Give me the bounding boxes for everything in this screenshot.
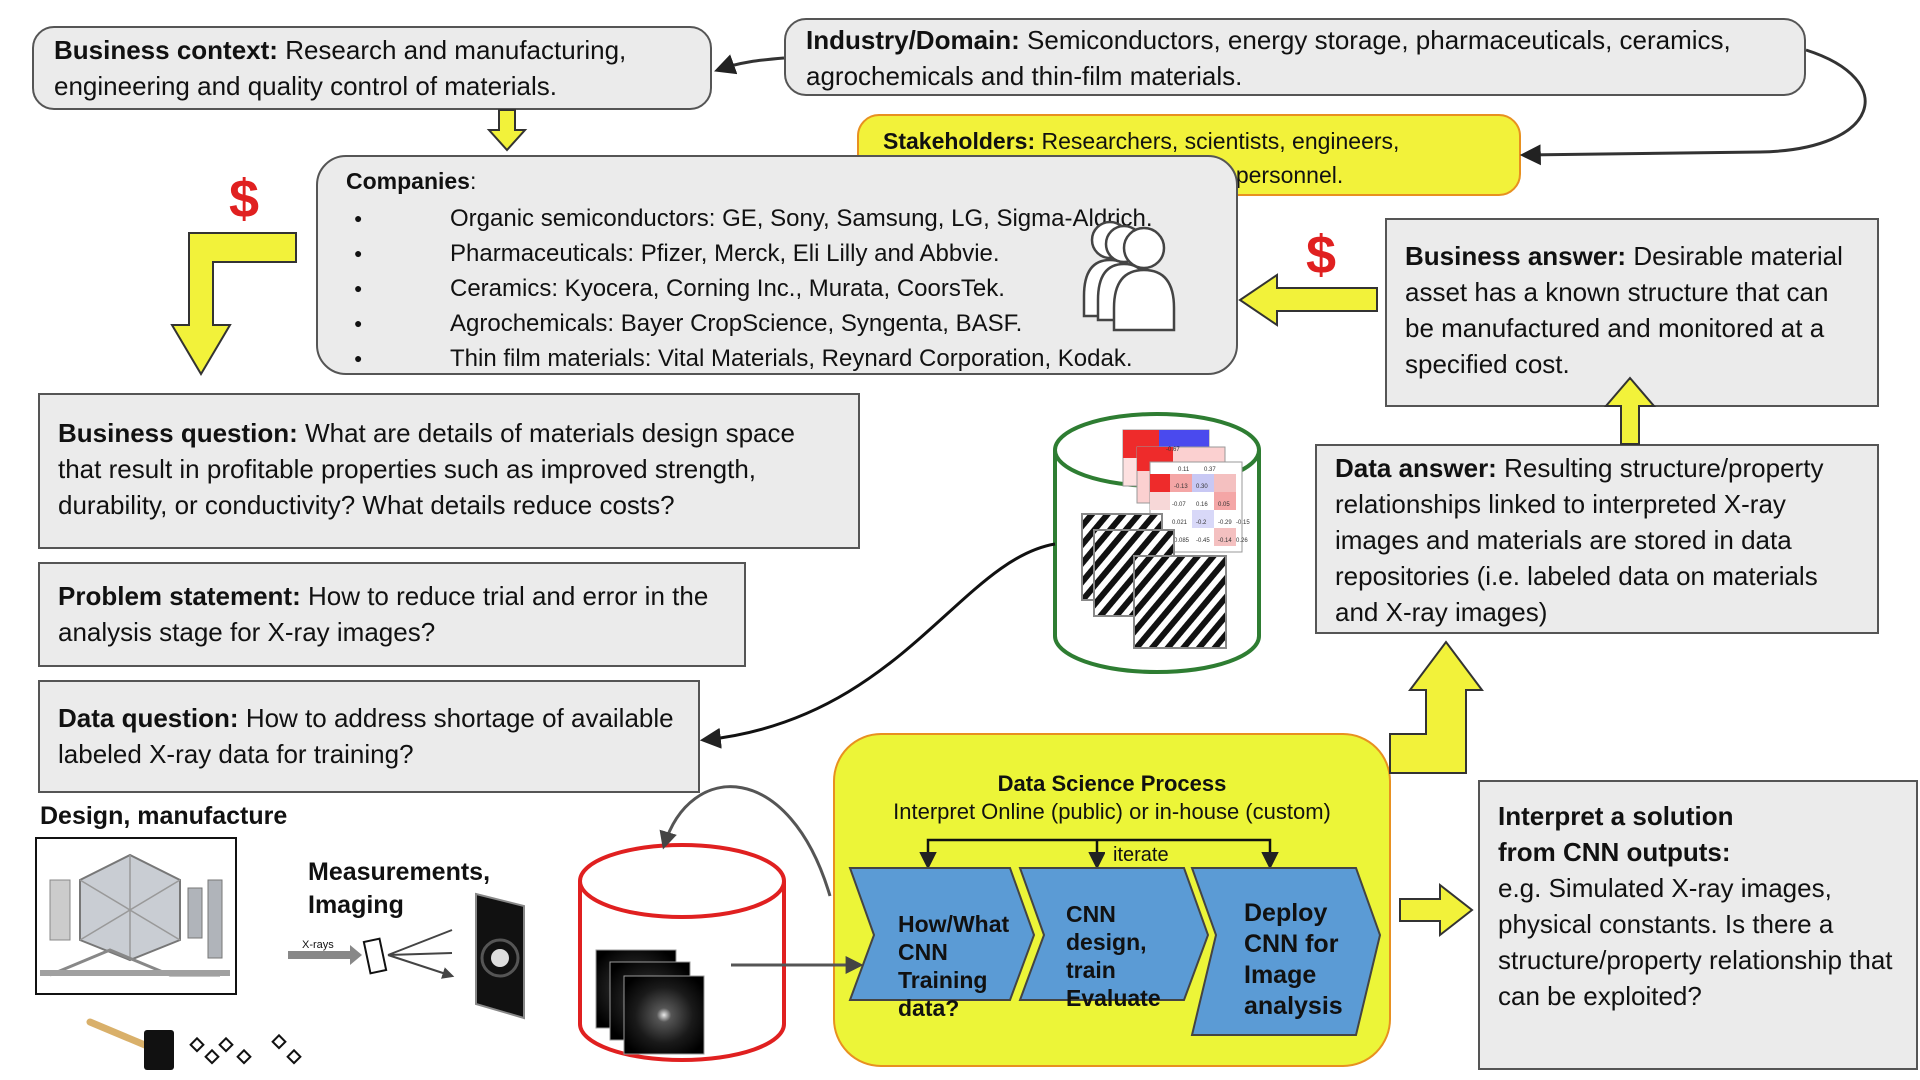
chevron-training-data bbox=[848, 867, 1036, 1001]
company-item: Thin film materials: Vital Materials, Re… bbox=[354, 341, 1208, 376]
heatmap-value: -0.13 bbox=[1174, 484, 1188, 490]
step-cnn-design-label: CNN design, train Evaluate bbox=[1066, 901, 1161, 1011]
company-item: Pharmaceuticals: Pfizer, Merck, Eli Lill… bbox=[354, 236, 1208, 271]
interpret-solution-box: Interpret a solution from CNN outputs: e… bbox=[1478, 780, 1918, 1070]
business-answer-box: Business answer: Desirable material asse… bbox=[1385, 218, 1879, 407]
crystal-lattice-icon bbox=[189, 1033, 302, 1065]
problem-statement-label: Problem statement: bbox=[58, 581, 301, 611]
business-question-text: What are details of materials design spa… bbox=[58, 418, 795, 520]
problem-statement-box: Problem statement: How to reduce trial a… bbox=[38, 562, 746, 667]
chevron-cnn-design bbox=[1018, 867, 1210, 1001]
heatmap-value: 0.37 bbox=[1204, 467, 1216, 473]
business-question-label: Business question: bbox=[58, 418, 298, 448]
chevron-deploy-cnn bbox=[1190, 867, 1382, 1036]
interpret-text: e.g. Simulated X-ray images, physical co… bbox=[1498, 873, 1893, 1011]
data-question-box: Data question: How to address shortage o… bbox=[38, 680, 700, 793]
heatmap-value: -0.14 bbox=[1218, 538, 1232, 544]
data-question-text: How to address shortage of available lab… bbox=[58, 703, 674, 769]
industry-domain-label: Industry/Domain: bbox=[806, 25, 1020, 55]
company-item: Organic semiconductors: GE, Sony, Samsun… bbox=[354, 201, 1208, 236]
heatmap-value: 0.16 bbox=[1196, 502, 1208, 508]
arrow-process-to-red-database bbox=[659, 785, 832, 897]
dsp-subtitle: Interpret Online (public) or in-house (c… bbox=[893, 799, 1331, 824]
heatmap-value: -0.67 bbox=[1166, 447, 1180, 453]
interpret-title: Interpret a solution from CNN outputs: bbox=[1498, 801, 1734, 867]
pattern-images bbox=[1081, 513, 1227, 649]
arrow-process-to-data-answer bbox=[1389, 640, 1484, 774]
design-manufacture-label: Design, manufacture bbox=[40, 802, 288, 830]
heatmap-value: 0.05 bbox=[1218, 502, 1230, 508]
heatmap-value: -0.2 bbox=[1196, 520, 1207, 526]
arrow-process-to-interpret bbox=[1399, 882, 1474, 938]
arrow-context-to-companies bbox=[486, 109, 528, 152]
heatmap-value: -0.15 bbox=[1236, 520, 1250, 526]
mixer-machine-image bbox=[35, 837, 237, 995]
problem-statement-text: How to reduce trial and error in the ana… bbox=[58, 581, 709, 647]
data-question-label: Data question: bbox=[58, 703, 239, 733]
company-item: Ceramics: Kyocera, Corning Inc., Murata,… bbox=[354, 271, 1208, 306]
heatmap-cards: -0.67 0.11 0.37 -0.13 0.30 -0.07 0.16 0.… bbox=[1122, 429, 1250, 553]
data-answer-label: Data answer: bbox=[1335, 453, 1497, 483]
arrow-database-to-data-question bbox=[699, 542, 1056, 749]
companies-list: Organic semiconductors: GE, Sony, Samsun… bbox=[354, 201, 1208, 376]
dollar-sign-left: $ bbox=[229, 169, 260, 229]
heatmap-value: -0.45 bbox=[1196, 538, 1210, 544]
heatmap-value: -0.29 bbox=[1218, 520, 1232, 526]
companies-box: Companies: Organic semiconductors: GE, S… bbox=[316, 155, 1238, 376]
business-context-box: Business context: Research and manufactu… bbox=[32, 26, 712, 110]
business-answer-text: Desirable material asset has a known str… bbox=[1405, 241, 1843, 379]
business-question-box: Business question: What are details of m… bbox=[38, 393, 860, 549]
business-answer-label: Business answer: bbox=[1405, 241, 1627, 271]
xrays-label: X-rays bbox=[302, 939, 334, 951]
data-answer-text: Resulting structure/property relationshi… bbox=[1335, 453, 1824, 627]
dsp-title: Data Science Process bbox=[997, 771, 1227, 796]
arrow-data-answer-to-business-answer bbox=[1603, 376, 1657, 445]
heatmap-value: -0.07 bbox=[1172, 502, 1186, 508]
arrow-answer-to-companies bbox=[1238, 273, 1378, 327]
arrow-companies-to-business-question bbox=[170, 232, 297, 376]
measurements-imaging-label: Measurements, Imaging bbox=[308, 858, 491, 919]
iterate-label: iterate bbox=[1113, 844, 1169, 866]
dollar-sign-right: $ bbox=[1306, 225, 1337, 285]
step-deploy-cnn-label: Deploy CNN for Image analysis bbox=[1244, 899, 1343, 1020]
arrow-industry-to-context bbox=[714, 54, 785, 75]
industry-domain-box: Industry/Domain: Semiconductors, energy … bbox=[784, 18, 1806, 96]
heatmap-value: 0.26 bbox=[1236, 538, 1248, 544]
heatmap-value: -0.085 bbox=[1172, 538, 1190, 544]
business-context-label: Business context: bbox=[54, 35, 278, 65]
xray-measurement-icon bbox=[288, 892, 525, 1020]
step-training-data-label: How/What CNN Training data? bbox=[898, 911, 1010, 1021]
stakeholders-label: Stakeholders: bbox=[883, 128, 1036, 154]
people-icon bbox=[1082, 220, 1176, 332]
company-item: Agrochemicals: Bayer CropScience, Syngen… bbox=[354, 306, 1208, 341]
red-database-icon bbox=[578, 843, 786, 1062]
heatmap-value: 0.11 bbox=[1178, 467, 1190, 473]
business-context-text: Research and manufacturing, engineering … bbox=[54, 35, 627, 101]
companies-label: Companies bbox=[346, 168, 470, 194]
companies-colon: : bbox=[469, 168, 477, 194]
data-answer-box: Data answer: Resulting structure/propert… bbox=[1315, 444, 1879, 634]
arrow-industry-to-stakeholders bbox=[1519, 48, 1867, 166]
hammer-icon bbox=[86, 1018, 174, 1070]
heatmap-value: 0.021 bbox=[1172, 520, 1188, 526]
iterate-bracket bbox=[926, 838, 1272, 858]
industry-domain-text: Semiconductors, energy storage, pharmace… bbox=[806, 25, 1731, 91]
heatmap-value: 0.30 bbox=[1196, 484, 1208, 490]
